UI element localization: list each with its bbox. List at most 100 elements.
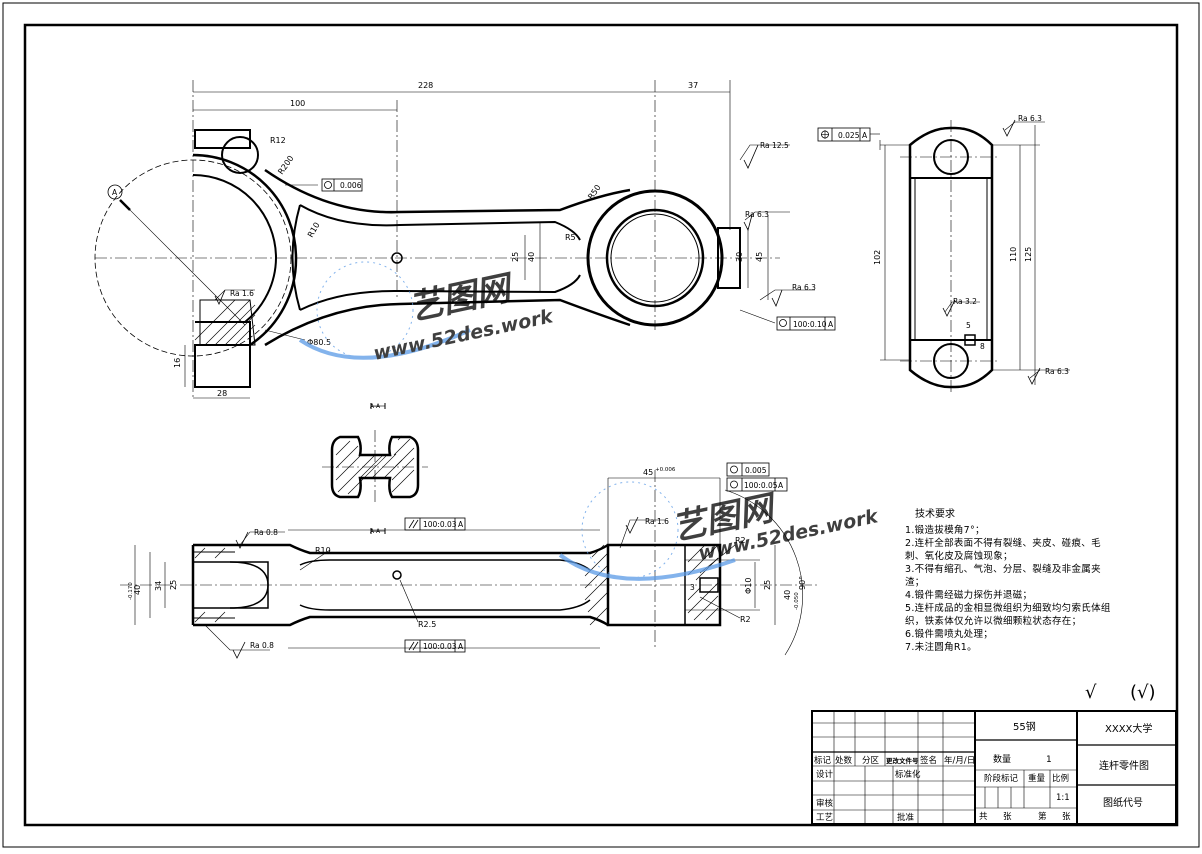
tb-change-doc: 更改文件号	[886, 756, 919, 765]
dim-90deg: 90°	[798, 576, 807, 590]
dim-r12: R12	[270, 136, 286, 145]
tb-approve: 批准	[897, 812, 915, 823]
dim-25: 25	[511, 252, 520, 262]
dim-102: 102	[873, 250, 882, 265]
datum-a-par-1: A	[458, 520, 464, 529]
tb-qty-label: 数量	[993, 753, 1011, 765]
dim-100: 100	[290, 99, 305, 108]
req-line-7: 5.连杆成品的金相显微组织为细致均匀索氏体组	[905, 602, 1111, 614]
dim-phi80: Φ80.5	[307, 338, 331, 347]
section-view-labels: Ra 0.8 Ra 0.8 Ra 1.6 R10 R2.5 R2 R2 34 2…	[128, 466, 807, 651]
shank-section	[322, 430, 428, 505]
dim-228: 228	[418, 81, 433, 90]
req-line-10: 7.未注圆角R1。	[905, 641, 977, 653]
req-line-6: 4.锻件需经磁力探伤并退磁；	[905, 589, 1032, 601]
dim-34: 34	[154, 581, 163, 591]
req-line-3: 刺、氧化皮及腐蚀现象；	[905, 550, 1013, 562]
roughness-default-symbol: √	[1085, 682, 1097, 703]
tb-review: 审核	[816, 798, 834, 809]
tb-weight-label: 重量	[1028, 773, 1046, 784]
dim-30: 30	[735, 252, 744, 262]
dim-r10-section: R10	[315, 546, 331, 555]
dim-37: 37	[688, 81, 698, 90]
req-line-1: 1.锻造拔模角7°；	[905, 524, 985, 536]
ra-3-2: Ra 3.2	[953, 297, 977, 306]
tb-drawing-no: 图纸代号	[1103, 796, 1143, 809]
tb-total: 共	[979, 812, 988, 822]
datum-circle-a: A	[112, 188, 118, 197]
tb-stage-label: 阶段标记	[984, 773, 1019, 784]
req-line-8: 织，铁素体仅允许以微细颗粒状态存在；	[905, 615, 1081, 627]
tb-design: 设计	[816, 769, 834, 780]
requirements-title: 技术要求	[915, 507, 955, 520]
tb-sign: 签名	[920, 755, 937, 766]
tb-sheet2: 张	[1062, 812, 1071, 822]
technical-requirements: 技术要求 1.锻造拔模角7°； 2.连杆全部表面不得有裂缝、夹皮、碰痕、毛 刺、…	[905, 507, 1111, 653]
roughness-marks-side	[942, 119, 1041, 385]
dim-r5: R5	[565, 233, 576, 242]
dim-40-b-tol: -0.050	[794, 592, 800, 610]
dim-r2-5: R2.5	[418, 620, 436, 629]
section-view	[120, 462, 820, 656]
req-line-2: 2.连杆全部表面不得有裂缝、夹皮、碰痕、毛	[905, 537, 1101, 549]
tb-qty: 1	[1046, 755, 1052, 765]
req-line-5: 渣；	[905, 576, 925, 588]
tb-university: XXXX大学	[1105, 722, 1152, 735]
ra-6-3-b: Ra 6.3	[792, 283, 816, 292]
ra-6-3-a: Ra 6.3	[745, 210, 769, 219]
tb-material: 55钢	[1013, 720, 1036, 733]
dim-25-a: 25	[169, 580, 178, 590]
datum-a-perp-2: A	[778, 481, 784, 490]
tb-no: 第	[1038, 811, 1047, 822]
dim-40: 40	[527, 252, 536, 262]
ra-1-6-section: Ra 1.6	[645, 517, 669, 526]
tb-scale: 1:1	[1056, 793, 1070, 803]
tb-part-name: 连杆零件图	[1099, 759, 1149, 772]
dim-25-b: 25	[763, 580, 772, 590]
dim-8: 8	[980, 342, 985, 351]
datum-a-top: A	[828, 320, 834, 329]
tb-sheets: 张	[1003, 812, 1012, 822]
dim-r2-a: R2	[735, 536, 746, 545]
dim-125: 125	[1024, 247, 1033, 262]
section-mark-2: A-A	[370, 528, 381, 535]
tol-perp: 100:0.10	[793, 320, 827, 329]
tol-parallel: 0.025	[838, 131, 860, 140]
dim-110: 110	[1009, 247, 1018, 262]
section-mark-1: A-A	[370, 403, 381, 410]
ra-6-3-side-bot: Ra 6.3	[1045, 367, 1069, 376]
dim-3: 3	[690, 583, 695, 592]
req-line-4: 3.不得有缩孔、气泡、分层、裂缝及非金属夹	[905, 563, 1101, 575]
front-view	[94, 80, 836, 409]
dim-40-a: 40	[133, 585, 142, 595]
dim-28: 28	[217, 389, 227, 398]
tb-standard: 标准化	[895, 769, 921, 780]
ra-1-6-top: Ra 1.6	[230, 289, 254, 298]
tol-cyl: 0.005	[745, 466, 767, 475]
tb-process: 工艺	[816, 813, 833, 823]
roughness-marks-top	[214, 144, 783, 307]
tol-par-1: 100:0.03	[423, 520, 457, 529]
title-block-text: 55钢 XXXX大学 连杆零件图 图纸代号 数量 1 阶段标记 重量 比例 1:…	[814, 720, 1152, 823]
dim-5: 5	[966, 321, 971, 330]
ra-0-8-a: Ra 0.8	[254, 528, 278, 537]
tb-scale-label: 比例	[1052, 773, 1069, 784]
dim-r2-b: R2	[740, 615, 751, 624]
roughness-default-paren: (√)	[1130, 682, 1156, 703]
ra-6-3-side-top: Ra 6.3	[1018, 114, 1042, 123]
tb-date: 年/月/日	[944, 755, 975, 766]
datum-a-par-2: A	[458, 642, 464, 651]
roughness-marks-section	[232, 516, 639, 659]
inner-frame	[23, 23, 1179, 827]
dim-40-b: 40	[783, 590, 792, 600]
side-view-labels: Ra 6.3 Ra 6.3 Ra 3.2 0.025 A 102 110 125…	[838, 114, 1069, 376]
dim-phi10: Φ10	[744, 578, 753, 594]
dim-16: 16	[173, 358, 182, 368]
dim-45-section: 45	[643, 468, 653, 477]
ra-12-5: Ra 12.5	[760, 141, 789, 150]
dim-45: 45	[755, 252, 764, 262]
tol-perp-2: 100:0.05	[744, 481, 778, 490]
